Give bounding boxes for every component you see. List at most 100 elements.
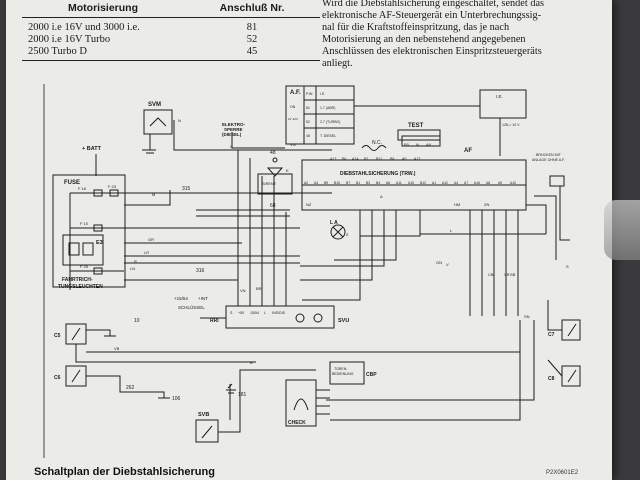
figure-caption: Schaltplan der Diebstahlsicherung (34, 466, 215, 478)
elektro-label-2: SPERRE (224, 127, 243, 132)
wire-code: NZ (306, 202, 312, 207)
pin-row2: B9 (324, 181, 328, 185)
text-line: nal für die Kraftstoffeinspritzung, das … (322, 22, 510, 34)
wire-number: 262 (126, 385, 135, 391)
wire-code: L (450, 228, 453, 233)
table-cell: 45 (184, 46, 320, 61)
wire-code: B (250, 360, 253, 365)
c7-label: C7 (548, 332, 555, 338)
wire-number: 10 (134, 318, 140, 324)
af-pin-panel (285, 85, 355, 145)
svm-label: SVM (148, 102, 161, 108)
af-label: AF (464, 148, 472, 154)
wire-code: SN (524, 314, 530, 319)
figure-code: P2X0601E2 (546, 470, 579, 476)
wire-code: CB (488, 272, 494, 277)
ie-unit-box (479, 89, 527, 119)
af-panel-cell: 1.7 (ABR) (320, 106, 335, 110)
pin-row2: A3 (314, 181, 318, 185)
text-line: Motorisierung an den nebenstehend angege… (322, 34, 526, 46)
test-pin: A8 (426, 142, 432, 147)
pin-row2: A16 (474, 181, 480, 185)
c5-label: C5 (54, 333, 61, 339)
brucken-label-2: ANLAGE OHNE A.F. (532, 158, 565, 162)
wire-code: V (446, 262, 449, 267)
pin-row2: A15 (408, 181, 414, 185)
af-panel-side: ON (290, 105, 296, 109)
pins-top-4: B2 (364, 157, 368, 161)
table-cell: 52 (246, 34, 258, 45)
table-cell: 2000 i.e 16V und 3000 i.e. (28, 22, 140, 33)
test-label: TEST (408, 123, 424, 129)
text-line: Wird die Diebstahlsicherung eingeschalte… (322, 0, 545, 9)
pin-row2: A9 (498, 181, 502, 185)
table-cell: 81 (246, 22, 258, 33)
wire-code: N (178, 118, 181, 123)
pin-row2: B7 (346, 181, 350, 185)
c8-switch (561, 365, 581, 387)
wire-code: R (134, 259, 137, 264)
wire-code: VN (240, 288, 246, 293)
wire-code: VB (114, 346, 120, 351)
svu-inv-dis: INS/DIS (272, 311, 286, 315)
text-line: anliegt. (322, 58, 353, 70)
fahrt-label-1: FAHRTRICH- (62, 277, 93, 283)
text-line: elektronische AF-Steuergerät ein Unterbr… (322, 10, 542, 22)
antitheft-title: DIEBSTAHLSICHERUNG (TRW.) (340, 171, 416, 177)
wire-code: S (566, 264, 569, 269)
pin-row2: A4 (454, 181, 458, 185)
lamp-label: L A (330, 220, 338, 226)
wire-code: LR (144, 250, 149, 255)
test-pin: B5 (404, 142, 410, 147)
table-row: 2000 i.e 16V Turbo 52 (22, 34, 320, 46)
wire-number: 106 (172, 396, 181, 402)
af-panel-label: A.F. (290, 90, 301, 96)
plus1554-label: +15/54 (174, 296, 188, 301)
fuse-box (52, 174, 126, 288)
svu-terminal: S (230, 311, 233, 315)
tuer-label-2: BEDIENUNG (332, 372, 354, 376)
fuse-label: F 23 (108, 184, 117, 189)
cbp-label: CBP (366, 372, 377, 378)
pin-row2: A6 (386, 181, 390, 185)
pin-row2: A12 (442, 181, 448, 185)
pin-row2: A2 (304, 181, 308, 185)
wire-code: GN (436, 260, 442, 265)
wire-code: M (152, 192, 155, 197)
svu-label: SVU (338, 318, 349, 324)
wire-code: HM (454, 202, 460, 207)
table-row: 2500 Turbo D 45 (22, 46, 320, 61)
ie-note: 12N ≈ 10 V (502, 123, 520, 127)
description-text: Wird die Diebstahlsicherung eingeschalte… (322, 0, 594, 71)
wire-number: 68 (270, 203, 276, 209)
nc-label: N.C. (372, 140, 382, 146)
e3-relay-box (62, 234, 104, 266)
svm-switch-box (143, 109, 173, 135)
table-cell: 2500 Turbo D (22, 46, 184, 61)
fuse-label: FUSE (64, 180, 80, 186)
wire-code: GR (148, 237, 154, 242)
table-row: 2000 i.e 16V und 3000 i.e. 81 (22, 18, 320, 35)
svu-module (225, 305, 335, 329)
cbp-box (329, 361, 365, 385)
siren-label: SIRENE (262, 182, 277, 186)
fuse-label: F 25 (80, 264, 89, 269)
siren-box (257, 173, 293, 195)
binder-ring (604, 200, 640, 260)
fahrt-label-2: TUNGSLEUCHTEN (58, 284, 103, 290)
warning-lamp (330, 224, 346, 240)
elektro-label-1: ELEKTRO- (222, 122, 246, 127)
wire-code: VR (504, 272, 510, 277)
batt-label: + BATT (82, 146, 102, 152)
wire-code: K (286, 168, 289, 173)
wire-code: ZN (484, 202, 489, 207)
table-header-pin: Anschluß Nr. (184, 0, 320, 18)
pins-top-6: B8 (390, 157, 394, 161)
svu-terminal: 15/54 (250, 311, 259, 315)
wire-code: SB (510, 272, 516, 277)
engine-pin-table: Motorisierung Anschluß Nr. 2000 i.e 16V … (22, 0, 320, 61)
c8-label: C8 (548, 376, 555, 382)
svb-label: SVB (198, 412, 209, 418)
wire-code: BR (256, 286, 262, 291)
